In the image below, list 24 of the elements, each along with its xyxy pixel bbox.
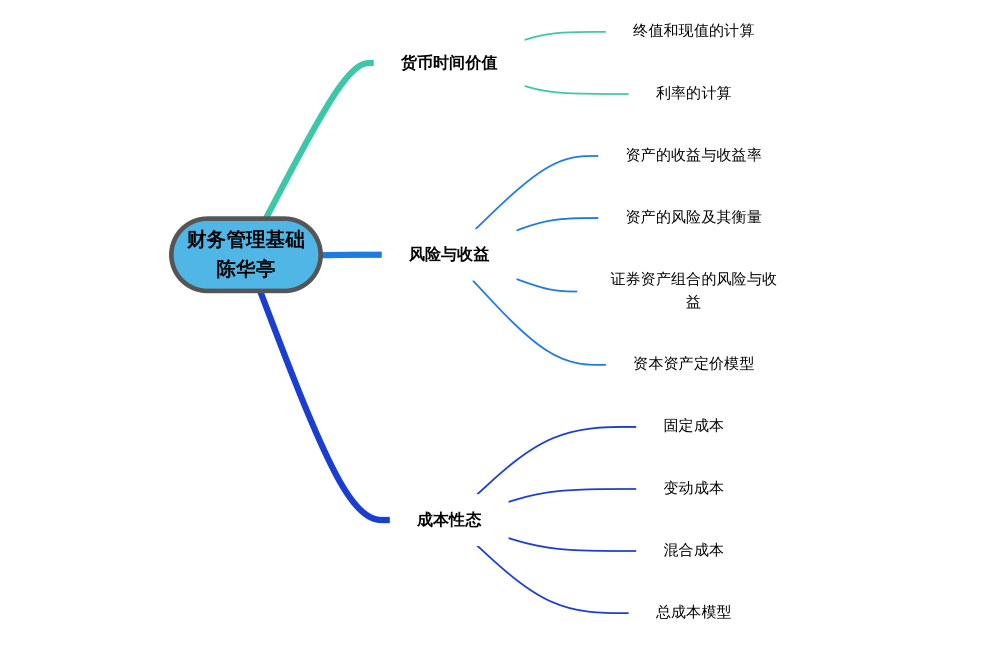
node-text: 变动成本 — [663, 479, 724, 498]
connector — [524, 31, 606, 41]
node-text: 资本资产定价模型 — [632, 355, 754, 374]
node-text: 风险与收益 — [408, 245, 490, 264]
connector — [476, 544, 629, 614]
node-text: 固定成本 — [663, 417, 724, 436]
connector — [320, 252, 382, 258]
connector — [524, 84, 629, 95]
connector — [476, 426, 637, 496]
node-text: 资产的收益与收益率 — [625, 146, 762, 164]
connector — [516, 217, 599, 232]
node-text: 总成本模型 — [656, 603, 732, 622]
connector — [474, 155, 599, 230]
node-text: 证券资产组合的风险与收益 — [610, 270, 778, 312]
node-text: 终值和现值的计算 — [632, 22, 754, 40]
node-text: 成本性态 — [416, 510, 482, 530]
connector — [472, 280, 606, 366]
connector — [508, 537, 637, 552]
node-text: 货币时间价值 — [400, 54, 498, 72]
connector — [508, 488, 637, 503]
node-text: 利率的计算 — [656, 84, 732, 102]
node-text: 资产的风险及其衡量 — [625, 208, 762, 226]
connector — [516, 278, 578, 292]
node-text: 混合成本 — [663, 541, 724, 560]
